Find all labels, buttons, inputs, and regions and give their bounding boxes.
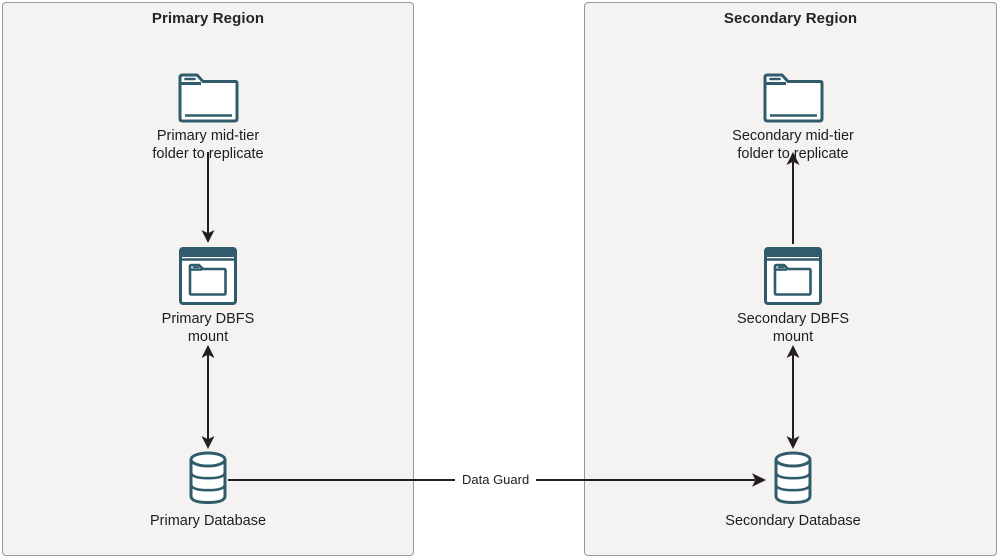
connector-secondary-dbfs-to-database	[786, 345, 800, 449]
dbfs-mount-icon-wrap	[93, 245, 323, 307]
data-guard-label: Data Guard	[455, 470, 537, 490]
connector-primary-dbfs-to-database	[201, 345, 215, 449]
connector-primary-folder-to-dbfs	[201, 152, 215, 243]
node-label-secondary-dbfs-mount: Secondary DBFS mount	[736, 311, 850, 345]
node-label-primary-database: Primary Database	[149, 513, 267, 529]
dbfs-mount-icon-wrap	[678, 245, 908, 307]
node-secondary-dbfs-mount: Secondary DBFS mount	[678, 245, 908, 346]
database-icon-wrap	[678, 447, 908, 509]
connector-secondary-dbfs-to-folder	[786, 152, 800, 244]
folder-icon-wrap	[678, 62, 908, 124]
folder-icon	[178, 73, 239, 123]
region-title-primary: Primary Region	[151, 10, 265, 27]
node-label-secondary-database: Secondary Database	[725, 513, 861, 529]
folder-icon	[763, 73, 824, 123]
node-secondary-database: Secondary Database	[678, 447, 908, 530]
folder-icon-wrap	[93, 62, 323, 124]
node-primary-database: Primary Database	[93, 447, 323, 530]
region-title-secondary: Secondary Region	[723, 10, 858, 27]
node-secondary-mid-tier-folder: Secondary mid-tier folder to replicate	[678, 62, 908, 163]
database-icon-wrap	[93, 447, 323, 509]
node-label-primary-mid-tier-folder: Primary mid-tier folder to replicate	[152, 128, 264, 162]
database-icon	[774, 451, 812, 504]
node-primary-dbfs-mount: Primary DBFS mount	[93, 245, 323, 346]
database-icon	[189, 451, 227, 504]
dbfs-mount-icon	[179, 247, 237, 305]
node-label-secondary-mid-tier-folder: Secondary mid-tier folder to replicate	[732, 128, 854, 162]
dbfs-mount-icon	[764, 247, 822, 305]
node-primary-mid-tier-folder: Primary mid-tier folder to replicate	[93, 62, 323, 163]
node-label-primary-dbfs-mount: Primary DBFS mount	[161, 311, 255, 345]
